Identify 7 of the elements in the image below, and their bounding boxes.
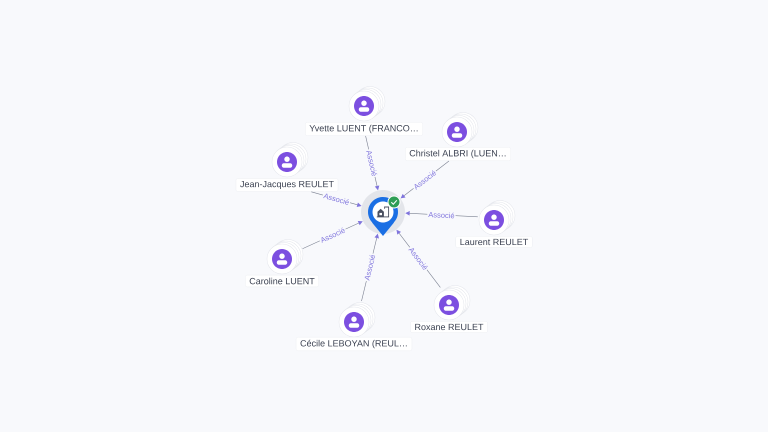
name-label: Christel ALBRI (LUEN… <box>405 147 511 161</box>
name-label: Jean-Jacques REULET <box>236 178 338 192</box>
name-label: Laurent REULET <box>456 236 532 248</box>
name-label: Caroline LUENT <box>245 274 319 288</box>
name-label: Yvette LUENT (FRANCO… <box>305 122 423 136</box>
name-label: Cécile LEBOYAN (REUL… <box>296 336 412 352</box>
name-label: Roxane REULET <box>410 321 488 333</box>
